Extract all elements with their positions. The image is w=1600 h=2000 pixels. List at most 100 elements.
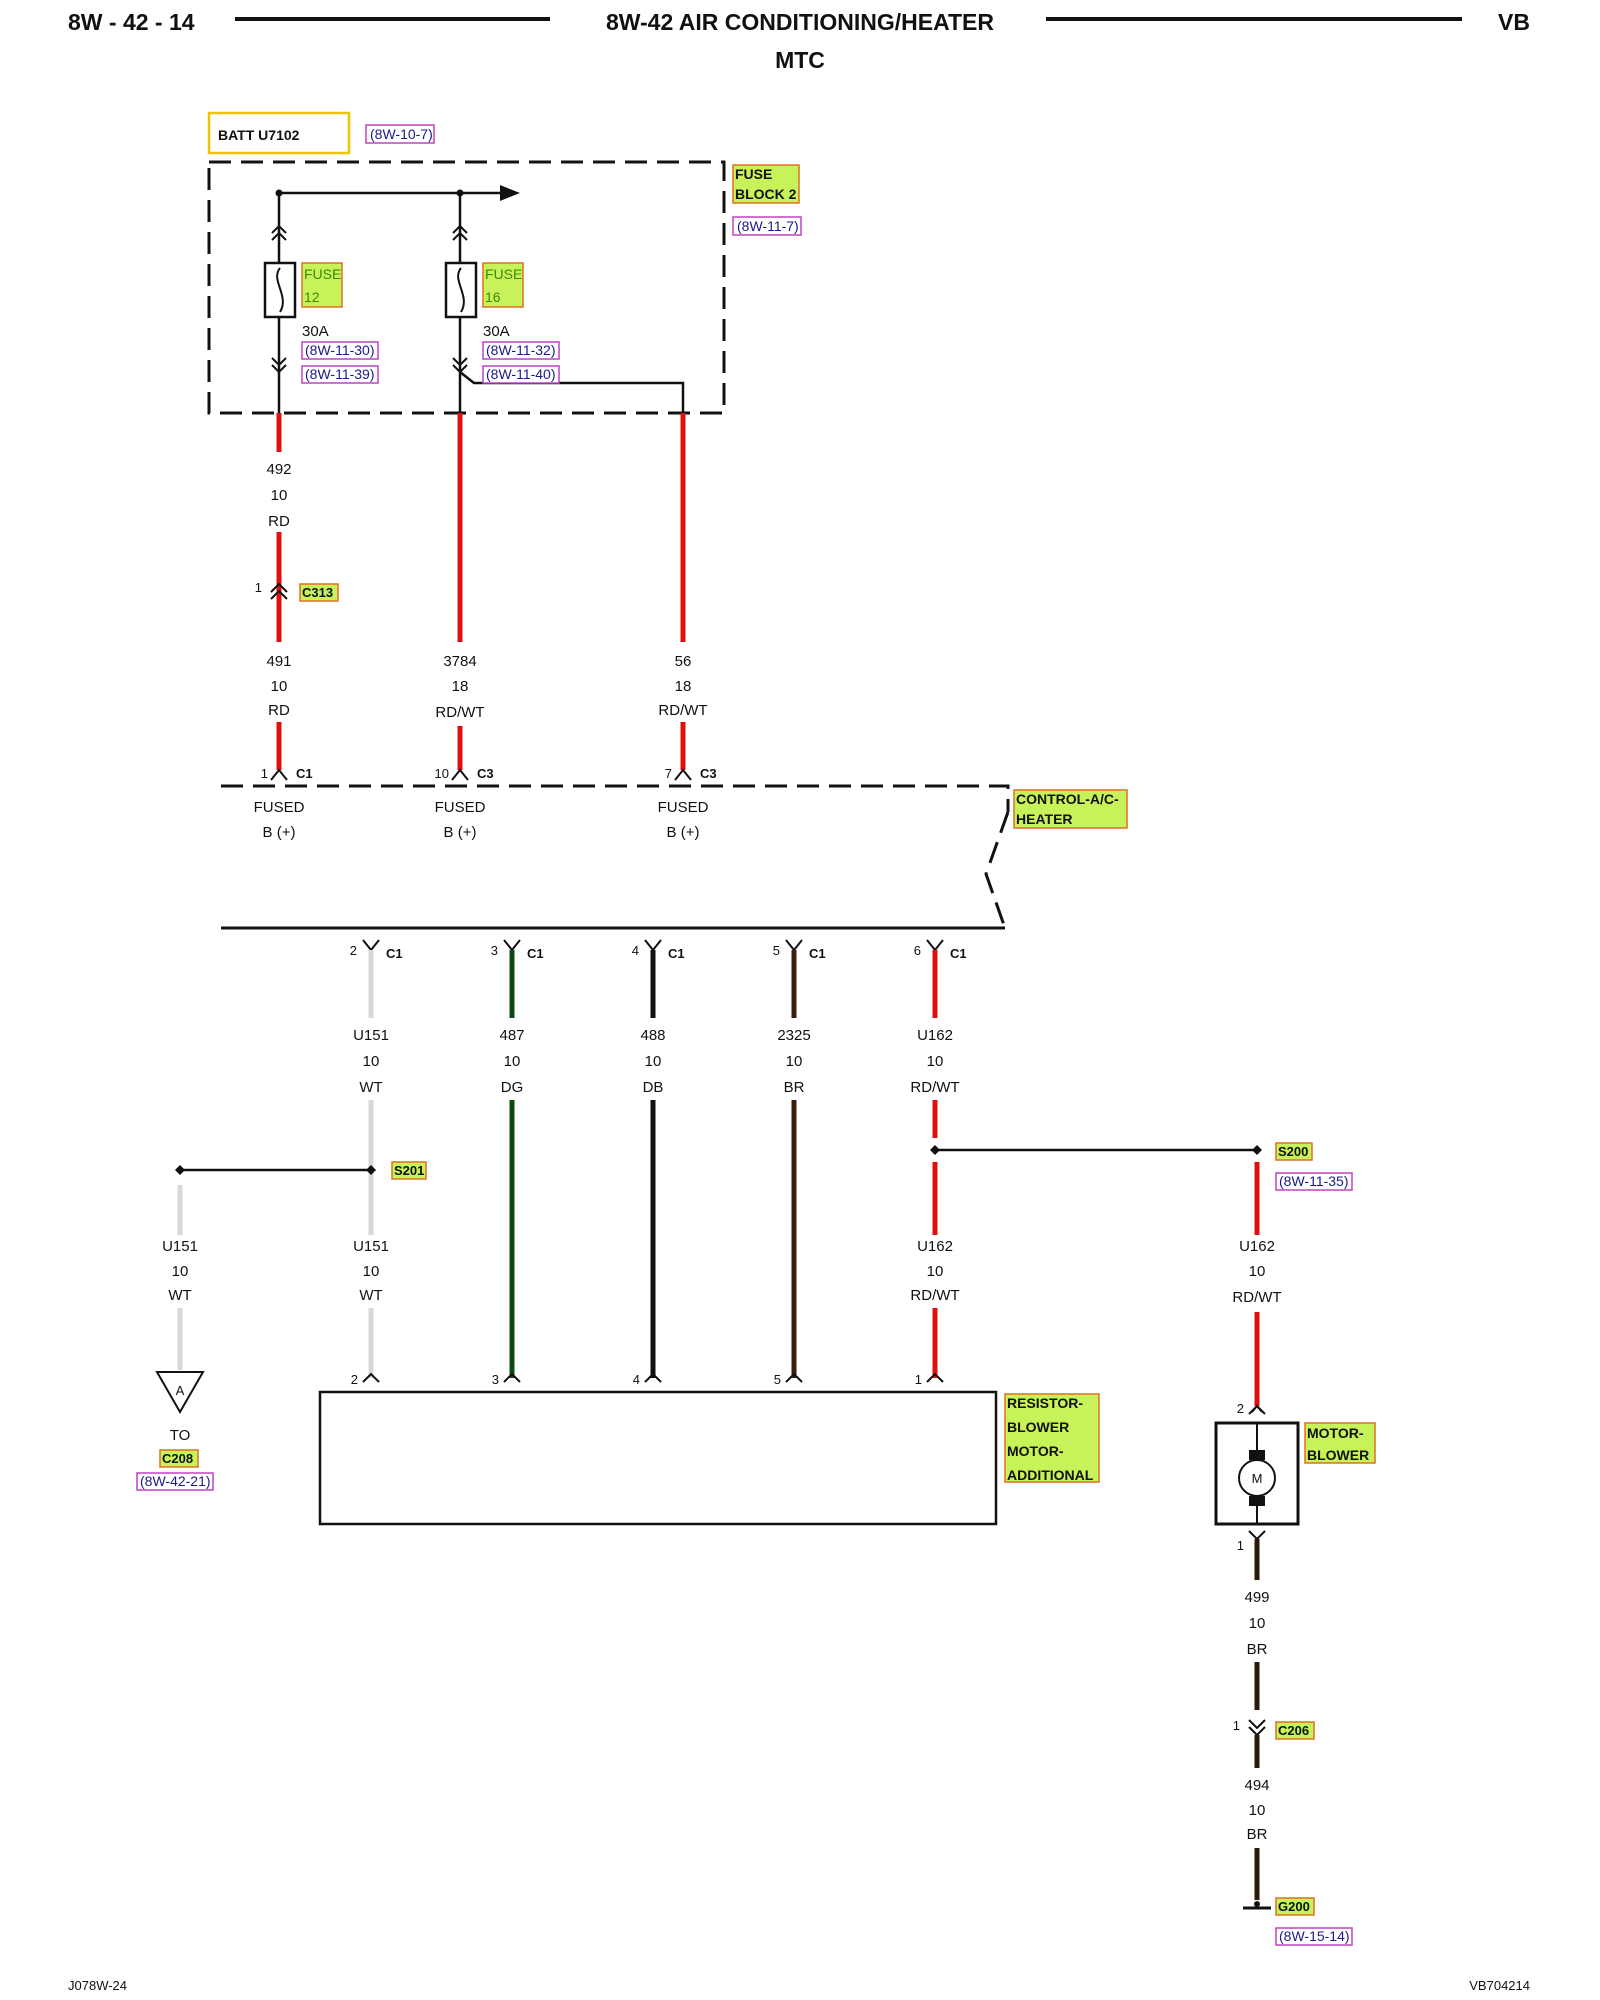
ctrl-pin-b3: 7	[665, 766, 672, 781]
fuse-16-ref1[interactable]: (8W-11-32)	[486, 342, 556, 358]
c313-label-box	[299, 583, 339, 602]
wire-494-color: BR	[1247, 1826, 1268, 1843]
wire-u151-c-gauge: 10	[363, 1263, 380, 1280]
wire-u151-c-color: WT	[359, 1287, 382, 1304]
resistor-label-line2: BLOWER	[1007, 1419, 1069, 1435]
c313-label: C313	[302, 585, 333, 600]
page-number: 8W - 42 - 14	[68, 9, 195, 35]
s200-ref[interactable]: (8W-11-35)	[1279, 1173, 1349, 1189]
fuse-12-ref2-box[interactable]	[301, 365, 379, 384]
fuse-12-ref2[interactable]: (8W-11-39)	[305, 366, 375, 382]
fuse-block-ref-box[interactable]	[732, 216, 802, 236]
motor-brush-icon	[1249, 1450, 1265, 1460]
connector-icon	[644, 939, 662, 952]
wire-491-color: RD	[268, 702, 290, 719]
fuse-12[interactable]	[263, 193, 297, 413]
connector-icon	[271, 231, 287, 241]
fuse-16-ref2[interactable]: (8W-11-40)	[486, 366, 556, 382]
fused-label: FUSED	[658, 799, 709, 816]
g200-ref[interactable]: (8W-15-14)	[1279, 1928, 1350, 1944]
connector-icon	[362, 939, 380, 952]
wire-u162-number: U162	[917, 1027, 953, 1044]
offpage-connector-icon[interactable]	[155, 1371, 205, 1415]
ctrl-conn-b1: C1	[296, 766, 313, 781]
wire-492-gauge: 10	[271, 487, 288, 504]
wire-56-gauge: 18	[675, 678, 692, 695]
res-pin-5: 5	[774, 1372, 781, 1387]
fuse-16-ref2-box[interactable]	[482, 365, 560, 384]
resistor-label-box	[1004, 1393, 1100, 1483]
fuse-16-ref1-box[interactable]	[482, 341, 560, 360]
fuse-12-number: 12	[304, 289, 320, 305]
fuse-12-ref1[interactable]: (8W-11-30)	[305, 342, 375, 358]
ground-node	[1254, 1901, 1260, 1907]
c208-label: C208	[162, 1451, 193, 1466]
c208-ref-box[interactable]	[136, 1472, 214, 1491]
wire-491-number: 491	[266, 653, 291, 670]
connector-icon	[451, 768, 469, 781]
g200-ref-box[interactable]	[1275, 1927, 1353, 1946]
resistor-label-line3: MOTOR-	[1007, 1443, 1064, 1459]
fuse-12-ref1-box[interactable]	[301, 341, 379, 360]
page-title: 8W-42 AIR CONDITIONING/HEATER	[606, 9, 994, 35]
out-pin-5: 5	[773, 943, 780, 958]
fuse-element-icon	[457, 267, 465, 313]
connector-icon	[503, 1372, 521, 1383]
wire-u151-color: WT	[359, 1079, 382, 1096]
wire-494-number: 494	[1244, 1777, 1269, 1794]
connector-icon	[362, 1372, 380, 1383]
fuse-16-label: FUSE	[485, 266, 522, 282]
fuse-block-ref[interactable]: (8W-11-7)	[737, 218, 799, 234]
batt-label-box	[207, 111, 351, 155]
wire-494-gauge: 10	[1249, 1802, 1266, 1819]
fuse-16[interactable]	[444, 193, 685, 413]
motor-label-line2: BLOWER	[1307, 1447, 1369, 1463]
c208-ref[interactable]: (8W-42-21)	[140, 1473, 211, 1489]
ctrl-conn-b3: C3	[700, 766, 717, 781]
out-pin-2: 2	[350, 943, 357, 958]
batt-ref[interactable]: (8W-10-7)	[370, 126, 433, 142]
c208-label-box	[159, 1449, 199, 1468]
wire-56-number: 56	[675, 653, 692, 670]
connector-icon	[1248, 1530, 1266, 1541]
connector-icon	[452, 231, 468, 241]
batt-label: BATT U7102	[218, 127, 300, 143]
fuse-16-rating: 30A	[483, 323, 510, 340]
wire-487-number: 487	[499, 1027, 524, 1044]
control-label-line1: CONTROL-A/C-	[1016, 791, 1119, 807]
wire-u162-b-gauge: 10	[927, 1263, 944, 1280]
vehicle-code: VB	[1498, 9, 1530, 35]
wire-491-gauge: 10	[271, 678, 288, 695]
batt-ref-box[interactable]	[365, 124, 435, 144]
bus-arrow-icon	[500, 185, 520, 201]
wire-488-color: DB	[643, 1079, 664, 1096]
motor-pin-2: 2	[1237, 1401, 1244, 1416]
connector-icon	[270, 768, 288, 781]
connector-c313-icon	[270, 589, 288, 600]
resistor-label-line4: ADDITIONAL	[1007, 1467, 1094, 1483]
wire-u151-b-number: U151	[162, 1238, 198, 1255]
ctrl-pin-b2: 10	[435, 766, 449, 781]
fuse-block-outline	[207, 160, 726, 415]
blower-resistor-box[interactable]	[318, 1390, 998, 1526]
footer-right-code: VB704214	[1469, 1978, 1530, 1993]
wire-2325-number: 2325	[777, 1027, 810, 1044]
c206-label-box	[1275, 1721, 1315, 1740]
c206-label: C206	[1278, 1723, 1309, 1738]
wire-487-gauge: 10	[504, 1053, 521, 1070]
s200-label: S200	[1278, 1144, 1308, 1159]
wire-u162-c-gauge: 10	[1249, 1263, 1266, 1280]
offpage-to: TO	[170, 1427, 191, 1444]
motor-pin-1: 1	[1237, 1538, 1244, 1553]
control-module-outline[interactable]	[221, 784, 1010, 930]
res-pin-3: 3	[492, 1372, 499, 1387]
connector-icon	[785, 1372, 803, 1383]
wire-3784-gauge: 18	[452, 678, 469, 695]
out-conn-6: C1	[950, 946, 967, 961]
wire-u162-b-number: U162	[917, 1238, 953, 1255]
wire-u151-c-number: U151	[353, 1238, 389, 1255]
wire-499-gauge: 10	[1249, 1615, 1266, 1632]
s200-ref-box[interactable]	[1275, 1172, 1353, 1191]
wire-u162-c-number: U162	[1239, 1238, 1275, 1255]
